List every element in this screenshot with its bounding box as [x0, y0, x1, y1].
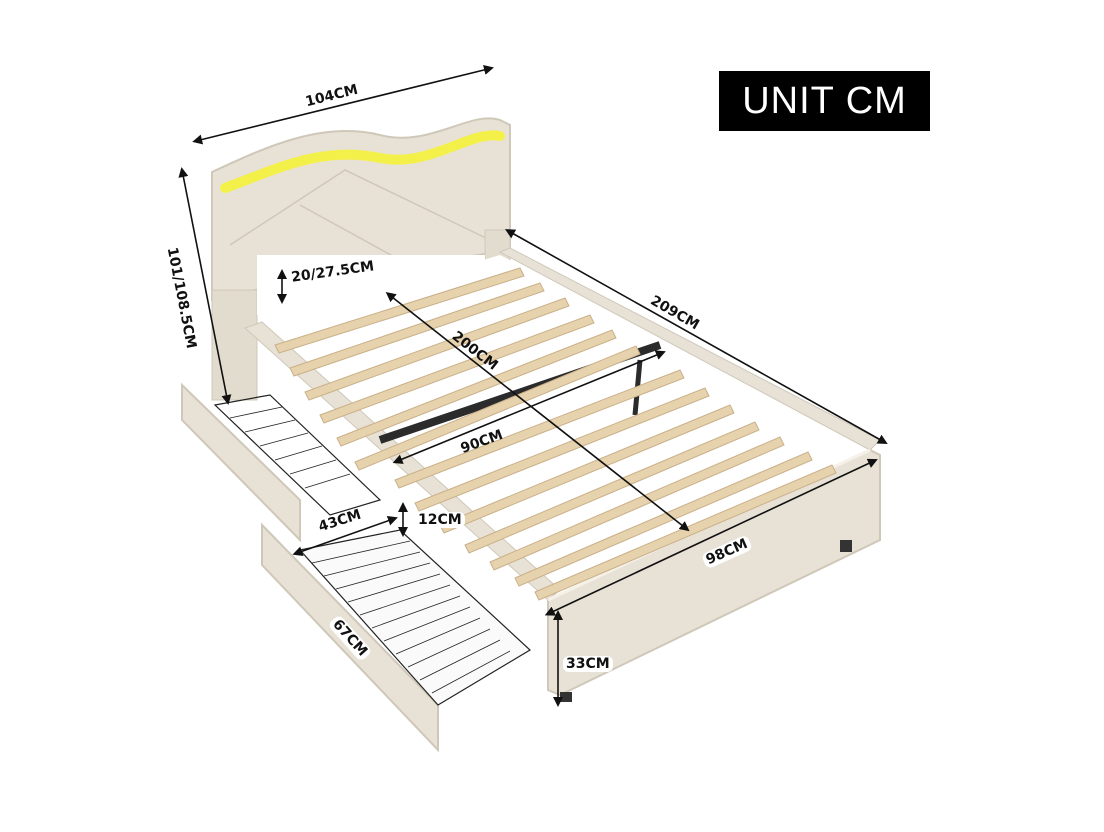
- dim-drawer-height: 12CM: [415, 512, 465, 528]
- dimension-arrows: [178, 65, 888, 707]
- dim-frame-height: 33CM: [563, 656, 613, 672]
- unit-badge: UNIT CM: [719, 71, 930, 131]
- drawer-lower: [261, 522, 531, 753]
